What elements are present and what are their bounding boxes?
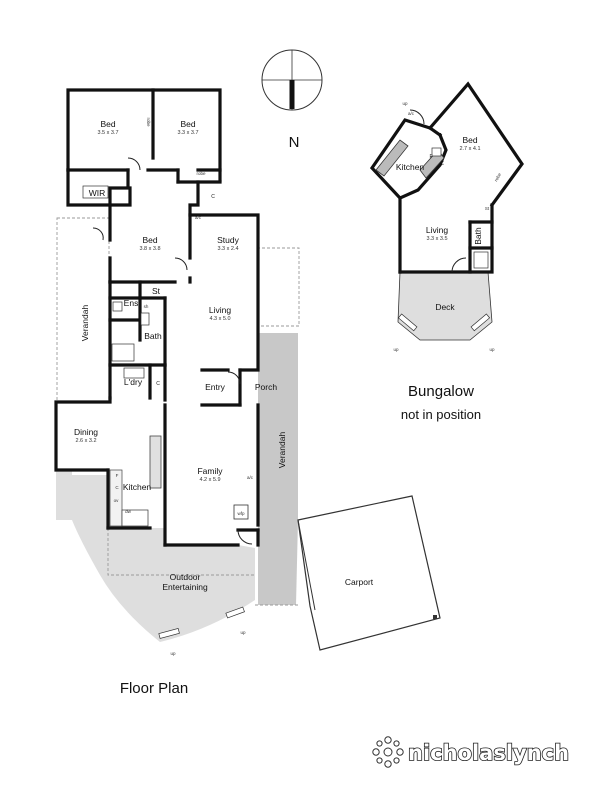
room-label-wir: WIR (89, 188, 106, 198)
room-label-study: Study (217, 235, 239, 245)
outdoor-entertaining-area (72, 475, 255, 642)
bungalow-robe-label: robe (493, 172, 502, 183)
room-dims-bed-2: 3.3 x 3.7 (177, 130, 198, 136)
bungalow-label-kitchen: Kitchen (396, 162, 425, 172)
outdoor-label-1: Outdoor (170, 572, 201, 582)
verandah-east-area (258, 333, 298, 520)
ac-label-1: a/c (195, 215, 202, 220)
room-dims-family: 4.2 x 5.9 (199, 477, 220, 483)
room-dims-bed-1: 3.5 x 3.7 (97, 130, 118, 136)
shower-label: sh (144, 304, 149, 309)
room-label-kitchen: Kitchen (123, 482, 152, 492)
bungalow-dims-living: 3.3 x 3.5 (426, 236, 447, 242)
brand-name: nicholaslynch (408, 741, 569, 765)
room-label-dining: Dining (74, 427, 98, 437)
bungalow-title: Bungalow (408, 383, 474, 400)
room-label-laundry: L'dry (124, 377, 143, 387)
stair-up-label-2: up (240, 630, 246, 635)
logo-mark-icon (372, 736, 404, 768)
main-house (54, 88, 300, 642)
fridge-label: F (116, 473, 119, 478)
bungalow-stair-up-3: up (489, 347, 495, 352)
room-dims-dining: 2.6 x 3.2 (75, 438, 96, 444)
bungalow-label-deck: Deck (435, 302, 455, 312)
room-label-st: St (152, 286, 161, 296)
floor-plan-title: Floor Plan (120, 680, 188, 697)
bungalow-label-bath: Bath (473, 227, 483, 245)
verandah-east-label: Verandah (277, 432, 287, 469)
room-label-ens: Ens (124, 298, 139, 308)
dishwasher-label: dw (125, 509, 132, 514)
room-label-carport: Carport (345, 577, 374, 587)
bungalow-stair-up-2: up (393, 347, 399, 352)
outdoor-label-2: Entertaining (162, 582, 208, 592)
bungalow-label-living: Living (426, 225, 448, 235)
bungalow-st-label: St (485, 206, 490, 211)
cupboard-label-3: C (115, 485, 119, 490)
bungalow (369, 81, 524, 341)
kitchen-island (149, 435, 162, 489)
bungalow-fridge-label: F (429, 154, 432, 160)
cupboard-label-2: C (156, 381, 160, 387)
north-label: N (289, 134, 300, 151)
room-label-living: Living (209, 305, 231, 315)
room-dims-study: 3.3 x 2.4 (217, 246, 238, 252)
wood-fire-label: wfp (237, 511, 245, 516)
compass-needle-icon (289, 80, 295, 109)
bungalow-label-bed: Bed (462, 135, 477, 145)
verandah-west-label: Verandah (80, 305, 90, 342)
cupboard-label-1: C (211, 194, 215, 200)
bungalow-dims-bed: 2.7 x 4.1 (459, 146, 480, 152)
room-dims-living: 4.3 x 5.0 (209, 316, 230, 322)
room-label-family: Family (197, 466, 223, 476)
carport (297, 495, 441, 651)
bungalow-ac-label: a/c (408, 111, 415, 116)
room-label-bath: Bath (144, 331, 162, 341)
ac-label-2: a/c (247, 475, 254, 480)
labels: Bed 3.5 x 3.7 Bed 3.3 x 3.7 robe robe WI… (74, 101, 502, 697)
stair-up-label-1: up (170, 651, 176, 656)
porch-dash-outline (256, 247, 300, 327)
room-label-bed-1: Bed (100, 119, 115, 129)
room-dims-bed-3: 3.8 x 3.8 (139, 246, 160, 252)
wood-heater (233, 504, 249, 520)
robe-label-1: robe (146, 117, 151, 127)
room-label-bed-3: Bed (142, 235, 157, 245)
room-label-porch: Porch (255, 382, 277, 392)
bungalow-stair-up-1: up (402, 101, 408, 106)
room-label-entry: Entry (205, 382, 226, 392)
north-compass: N (261, 49, 323, 151)
bungalow-subtitle: not in position (401, 407, 481, 422)
bungalow-cupboard-label: C (440, 161, 444, 167)
bath-tub (111, 343, 135, 362)
oven-label: ov (114, 498, 120, 503)
robe-label-2: robe (196, 171, 206, 176)
brand-logo: nicholaslynch (372, 736, 570, 768)
verandah-east-lower (258, 520, 298, 605)
room-label-bed-2: Bed (180, 119, 195, 129)
